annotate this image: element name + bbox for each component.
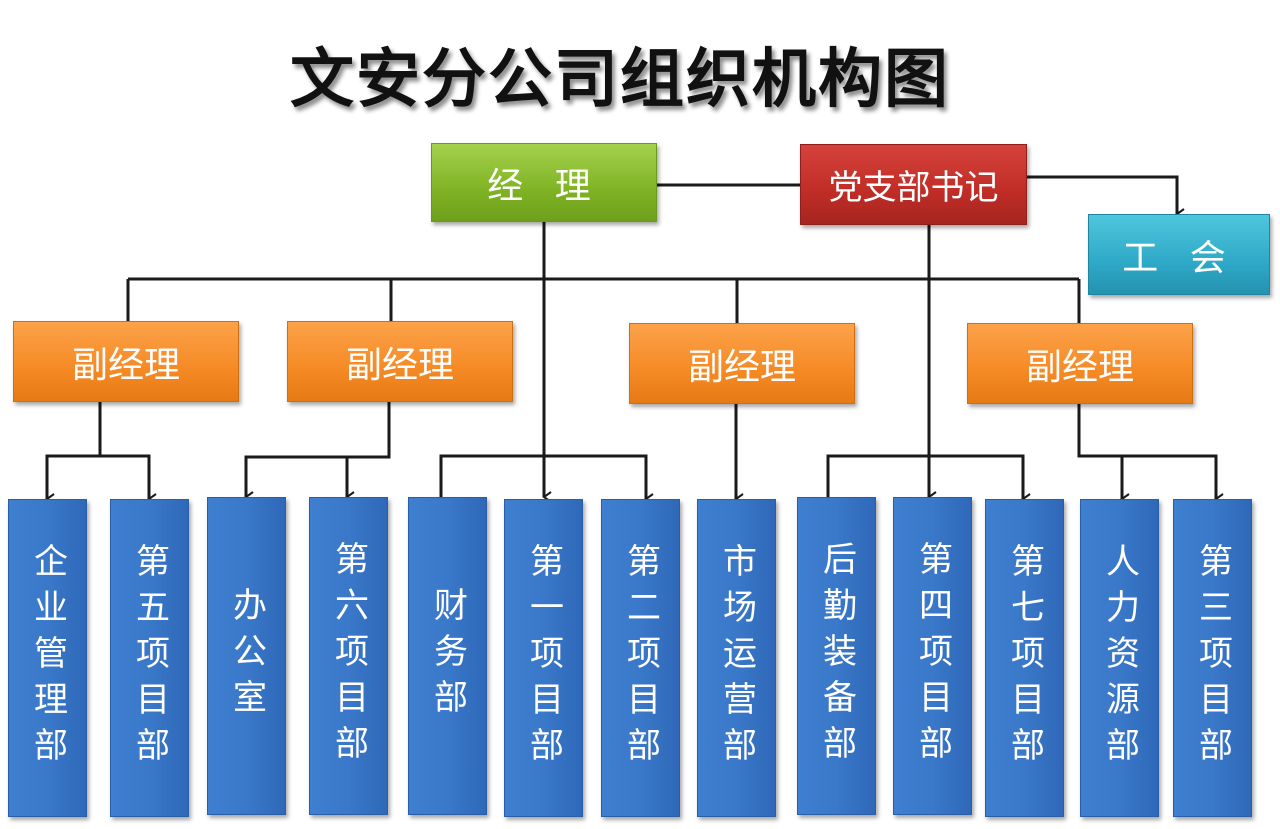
department-box: 第四项目部 — [893, 497, 972, 815]
department-box: 第三项目部 — [1173, 499, 1252, 817]
union-box: 工 会 — [1088, 214, 1270, 295]
department-box: 第五项目部 — [110, 499, 189, 817]
finance-bus — [439, 454, 654, 505]
department-box: 第一项目部 — [504, 499, 583, 817]
manager-box: 经 理 — [431, 143, 657, 222]
deputy2-link — [244, 402, 391, 503]
deputy-manager-box: 副经理 — [13, 321, 239, 402]
deputy1-link — [45, 402, 102, 505]
department-box: 财务部 — [408, 497, 487, 815]
deputy1-link-b — [100, 454, 157, 505]
deputy4-link-b — [1122, 454, 1224, 505]
party-secretary-box: 党支部书记 — [800, 144, 1027, 225]
department-box: 第六项目部 — [309, 497, 388, 815]
department-box: 市场运营部 — [697, 499, 776, 817]
department-box: 第七项目部 — [985, 499, 1064, 817]
diagram-title: 文安分公司组织机构图 — [290, 43, 950, 117]
deputy-manager-box: 副经理 — [967, 323, 1193, 404]
secretary-union-line — [1027, 175, 1185, 220]
deputy-manager-box: 副经理 — [287, 321, 513, 402]
department-box: 第二项目部 — [601, 499, 680, 817]
logistics-bus — [826, 454, 1031, 505]
department-box: 企业管理部 — [8, 499, 87, 817]
deputy-manager-box: 副经理 — [629, 323, 855, 404]
department-box: 人力资源部 — [1080, 499, 1159, 817]
department-box: 后勤装备部 — [797, 497, 876, 815]
department-box: 办公室 — [207, 497, 286, 815]
deputy4-link — [1077, 404, 1130, 505]
